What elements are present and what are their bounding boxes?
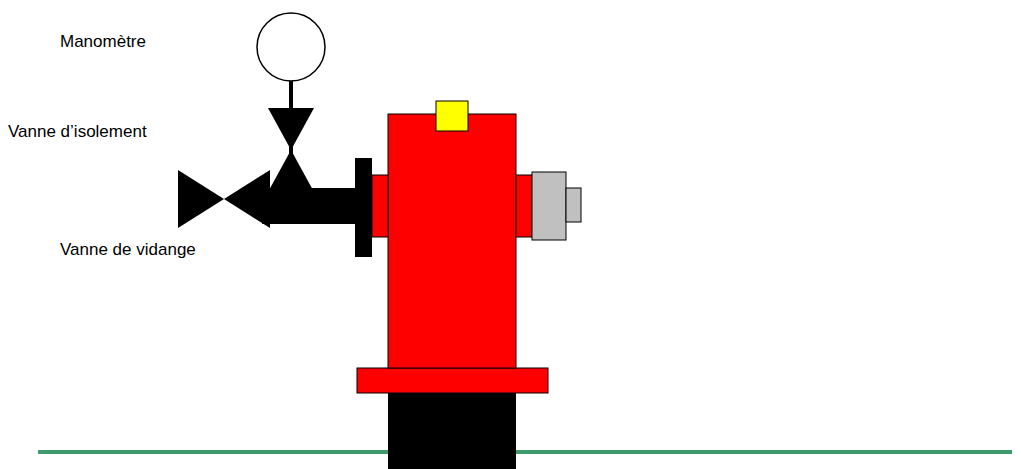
part-label: Vanne d’isolement: [8, 122, 147, 142]
test-pipe: [262, 188, 355, 224]
part-label: Vanne de vidange: [60, 240, 196, 260]
base-flange: [357, 368, 548, 393]
operating-nut: [436, 101, 468, 131]
outlet-cap: [532, 172, 566, 240]
right-outlet: [516, 175, 532, 237]
left-outlet: [372, 175, 388, 237]
part-label: Manomètre: [60, 32, 146, 52]
buried-pipe: [388, 393, 516, 469]
drain-valve: [224, 170, 270, 228]
isolation-valve: [268, 108, 314, 150]
ground-line: [38, 450, 1012, 454]
pressure-gauge: [257, 13, 325, 81]
hydrant-body: [388, 114, 516, 368]
isolation-valve: [268, 150, 314, 192]
drain-valve: [178, 170, 224, 228]
adapter-flange: [355, 158, 372, 257]
cap-knob: [566, 188, 581, 222]
